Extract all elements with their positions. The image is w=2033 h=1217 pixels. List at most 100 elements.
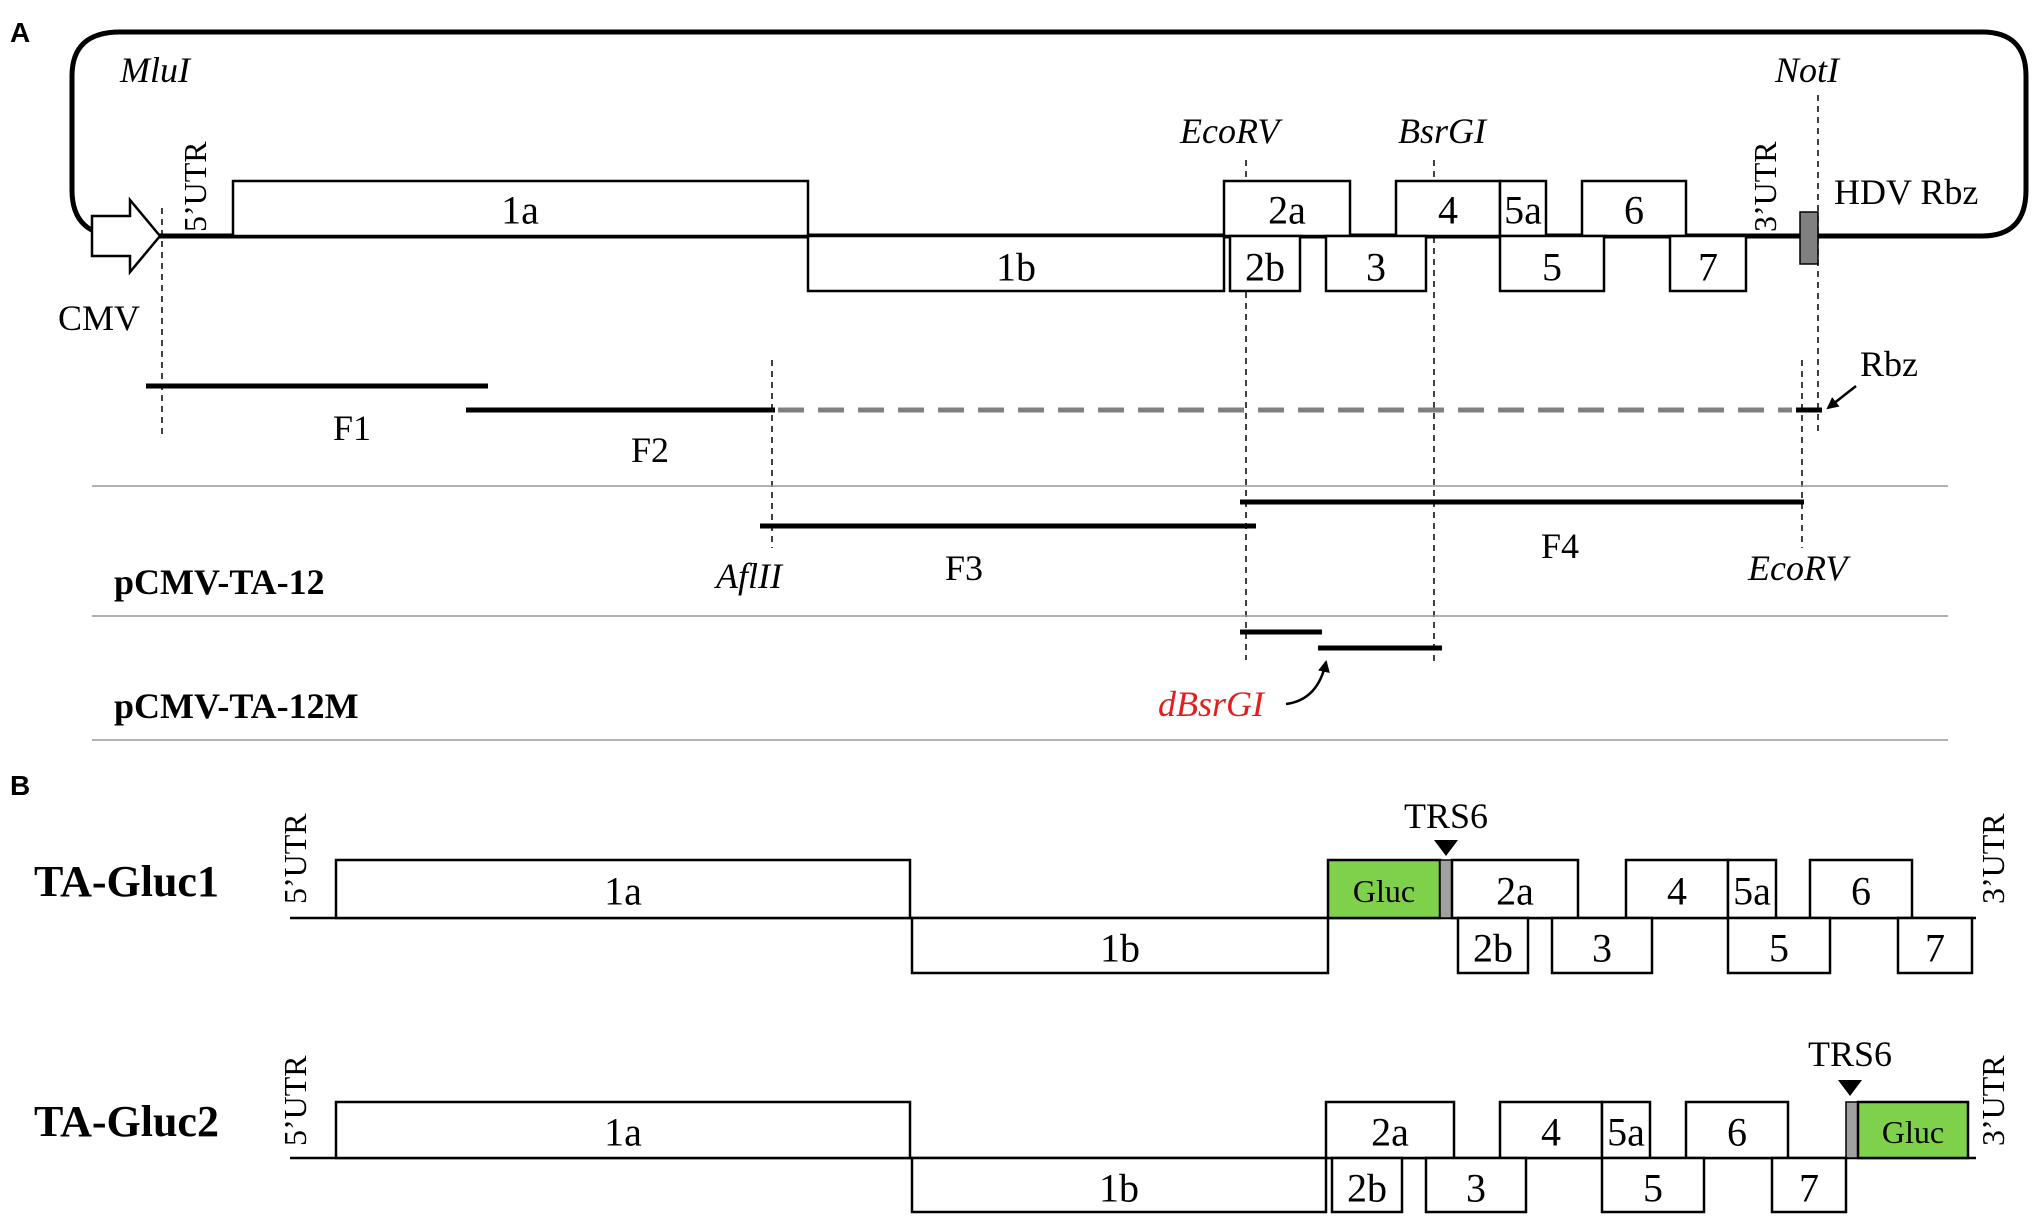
- construct-ta12-label: pCMV-TA-12: [114, 562, 325, 602]
- hdv-ribozyme-box: [1799, 211, 1819, 265]
- gluc1-gene-4-label: 4: [1667, 869, 1687, 914]
- gluc2-gene-3-label: 3: [1466, 1166, 1486, 1211]
- gene-1a-box: [231, 179, 810, 238]
- aflii-site: AflII: [714, 556, 784, 596]
- cmv-label: CMV: [58, 298, 140, 338]
- gluc1-gene-3-label: 3: [1592, 926, 1612, 971]
- hdv-rbz-label: HDV Rbz: [1834, 172, 1978, 212]
- gluc1-gene-1b-box: [910, 916, 1330, 975]
- gene-5a-label: 5a: [1504, 188, 1542, 233]
- gluc2-trs6-marker: [1838, 1080, 1862, 1096]
- panel-b-label: B: [10, 770, 30, 801]
- fragment-f1-label: F1: [333, 408, 371, 448]
- gluc1-gene-7-box: [1896, 916, 1974, 975]
- gluc2-gene-5a-box: [1600, 1100, 1652, 1160]
- construct-gluc1-label: TA-Gluc1: [34, 857, 219, 906]
- gene-1b-box: [806, 234, 1226, 293]
- five-utr-gluc1: 5’UTR: [277, 813, 313, 904]
- gene-4-box: [1394, 179, 1502, 238]
- gene-7-box: [1668, 234, 1748, 293]
- construct-ta12m-label: pCMV-TA-12M: [114, 686, 359, 726]
- cmv-promoter-arrow: [90, 196, 162, 276]
- panel-a-label: A: [10, 17, 30, 48]
- bsrgi-site: BsrGI: [1398, 111, 1488, 151]
- gluc2-gluc-box: [1856, 1100, 1970, 1160]
- gluc2-gene-6-label: 6: [1727, 1110, 1747, 1155]
- gluc1-trs6-box: [1439, 859, 1453, 919]
- mlui-site: MluI: [119, 50, 192, 90]
- gluc2-gene-4-label: 4: [1541, 1110, 1561, 1155]
- gluc2-gene-3-box: [1424, 1156, 1528, 1214]
- gluc2-gene-2a-label: 2a: [1371, 1110, 1409, 1155]
- gluc1-gene-7-label: 7: [1925, 926, 1945, 971]
- noti-site: NotI: [1774, 50, 1841, 90]
- ecorv-site: EcoRV: [1179, 111, 1283, 151]
- fragment-f4-label: F4: [1541, 526, 1579, 566]
- gene-1b-label: 1b: [996, 245, 1036, 290]
- gluc1-gene-6-box: [1808, 858, 1914, 920]
- gluc2-gene-7-label: 7: [1799, 1166, 1819, 1211]
- gene-2b-box: [1228, 234, 1302, 293]
- gluc2-gene-2b-label: 2b: [1347, 1166, 1387, 1211]
- gluc1-gene-2b-box: [1456, 916, 1530, 975]
- gene-2a-label: 2a: [1268, 188, 1306, 233]
- gluc2-trs6-label: TRS6: [1808, 1034, 1892, 1074]
- gluc2-gene-4-box: [1498, 1100, 1604, 1160]
- gluc2-trs6-box: [1845, 1101, 1859, 1159]
- gluc2-gene-5a-label: 5a: [1607, 1110, 1645, 1155]
- gluc1-gluc-box: [1326, 858, 1442, 920]
- gluc2-gene-5-label: 5: [1643, 1166, 1663, 1211]
- fragment-f2-label: F2: [631, 430, 669, 470]
- gluc1-gene-2b-label: 2b: [1473, 926, 1513, 971]
- gene-2b-label: 2b: [1245, 245, 1285, 290]
- gluc2-gene-6-box: [1684, 1100, 1790, 1160]
- gluc2-gluc-label: Gluc: [1882, 1114, 1944, 1150]
- gene-5-box: [1498, 234, 1606, 293]
- gluc2-gene-1a-box: [334, 1100, 912, 1160]
- gene-6-label: 6: [1624, 188, 1644, 233]
- gluc1-gene-5a-label: 5a: [1733, 869, 1771, 914]
- three-utr-gluc1: 3’UTR: [1975, 813, 2011, 904]
- gluc1-trs6-label: TRS6: [1404, 796, 1488, 836]
- gene-3-label: 3: [1366, 245, 1386, 290]
- gluc1-gene-5a-box: [1726, 858, 1778, 920]
- three-utr-gluc2: 3’UTR: [1975, 1055, 2011, 1146]
- gluc1-gene-5-box: [1726, 916, 1832, 975]
- gluc1-gene-2a-box: [1450, 858, 1580, 920]
- dbsrgi-site: dBsrGI: [1158, 684, 1266, 724]
- gene-5-label: 5: [1542, 245, 1562, 290]
- gluc2-gene-2a-box: [1324, 1100, 1456, 1160]
- gluc1-gene-1b-label: 1b: [1100, 926, 1140, 971]
- gluc2-gene-5-box: [1600, 1156, 1706, 1214]
- gluc1-gene-6-label: 6: [1851, 869, 1871, 914]
- five-utr-a: 5’UTR: [177, 141, 213, 232]
- gene-2a-box: [1222, 179, 1352, 238]
- gluc1-gene-1a-label: 1a: [604, 869, 642, 914]
- gene-1a-label: 1a: [501, 188, 539, 233]
- construct-gluc2-label: TA-Gluc2: [34, 1097, 219, 1146]
- plasmid-loop: [69, 29, 2029, 239]
- gluc1-gene-5-label: 5: [1769, 926, 1789, 971]
- gluc2-gene-1b-label: 1b: [1099, 1166, 1139, 1211]
- five-utr-gluc2: 5’UTR: [277, 1055, 313, 1146]
- gene-6-box: [1580, 179, 1688, 238]
- gluc2-gene-1a-label: 1a: [604, 1110, 642, 1155]
- ecorv2-site: EcoRV: [1747, 548, 1851, 588]
- three-utr-a: 3’UTR: [1747, 141, 1783, 232]
- gluc1-gene-2a-label: 2a: [1496, 869, 1534, 914]
- gene-7-label: 7: [1698, 245, 1718, 290]
- gene-4-label: 4: [1438, 188, 1458, 233]
- gluc1-gene-3-box: [1550, 916, 1654, 975]
- gluc1-gluc-label: Gluc: [1353, 873, 1415, 909]
- gluc2-gene-2b-box: [1330, 1156, 1404, 1214]
- gluc2-gene-1b-box: [910, 1156, 1328, 1214]
- gene-3-box: [1324, 234, 1428, 293]
- dbsrgi-arrow: [1285, 660, 1330, 706]
- rbz-label: Rbz: [1860, 344, 1918, 384]
- gluc2-gene-7-box: [1770, 1156, 1848, 1214]
- gluc1-trs6-marker: [1434, 840, 1458, 856]
- rbz-arrow: [1826, 385, 1857, 410]
- gluc1-gene-1a-box: [334, 858, 912, 920]
- fragment-f3-label: F3: [945, 548, 983, 588]
